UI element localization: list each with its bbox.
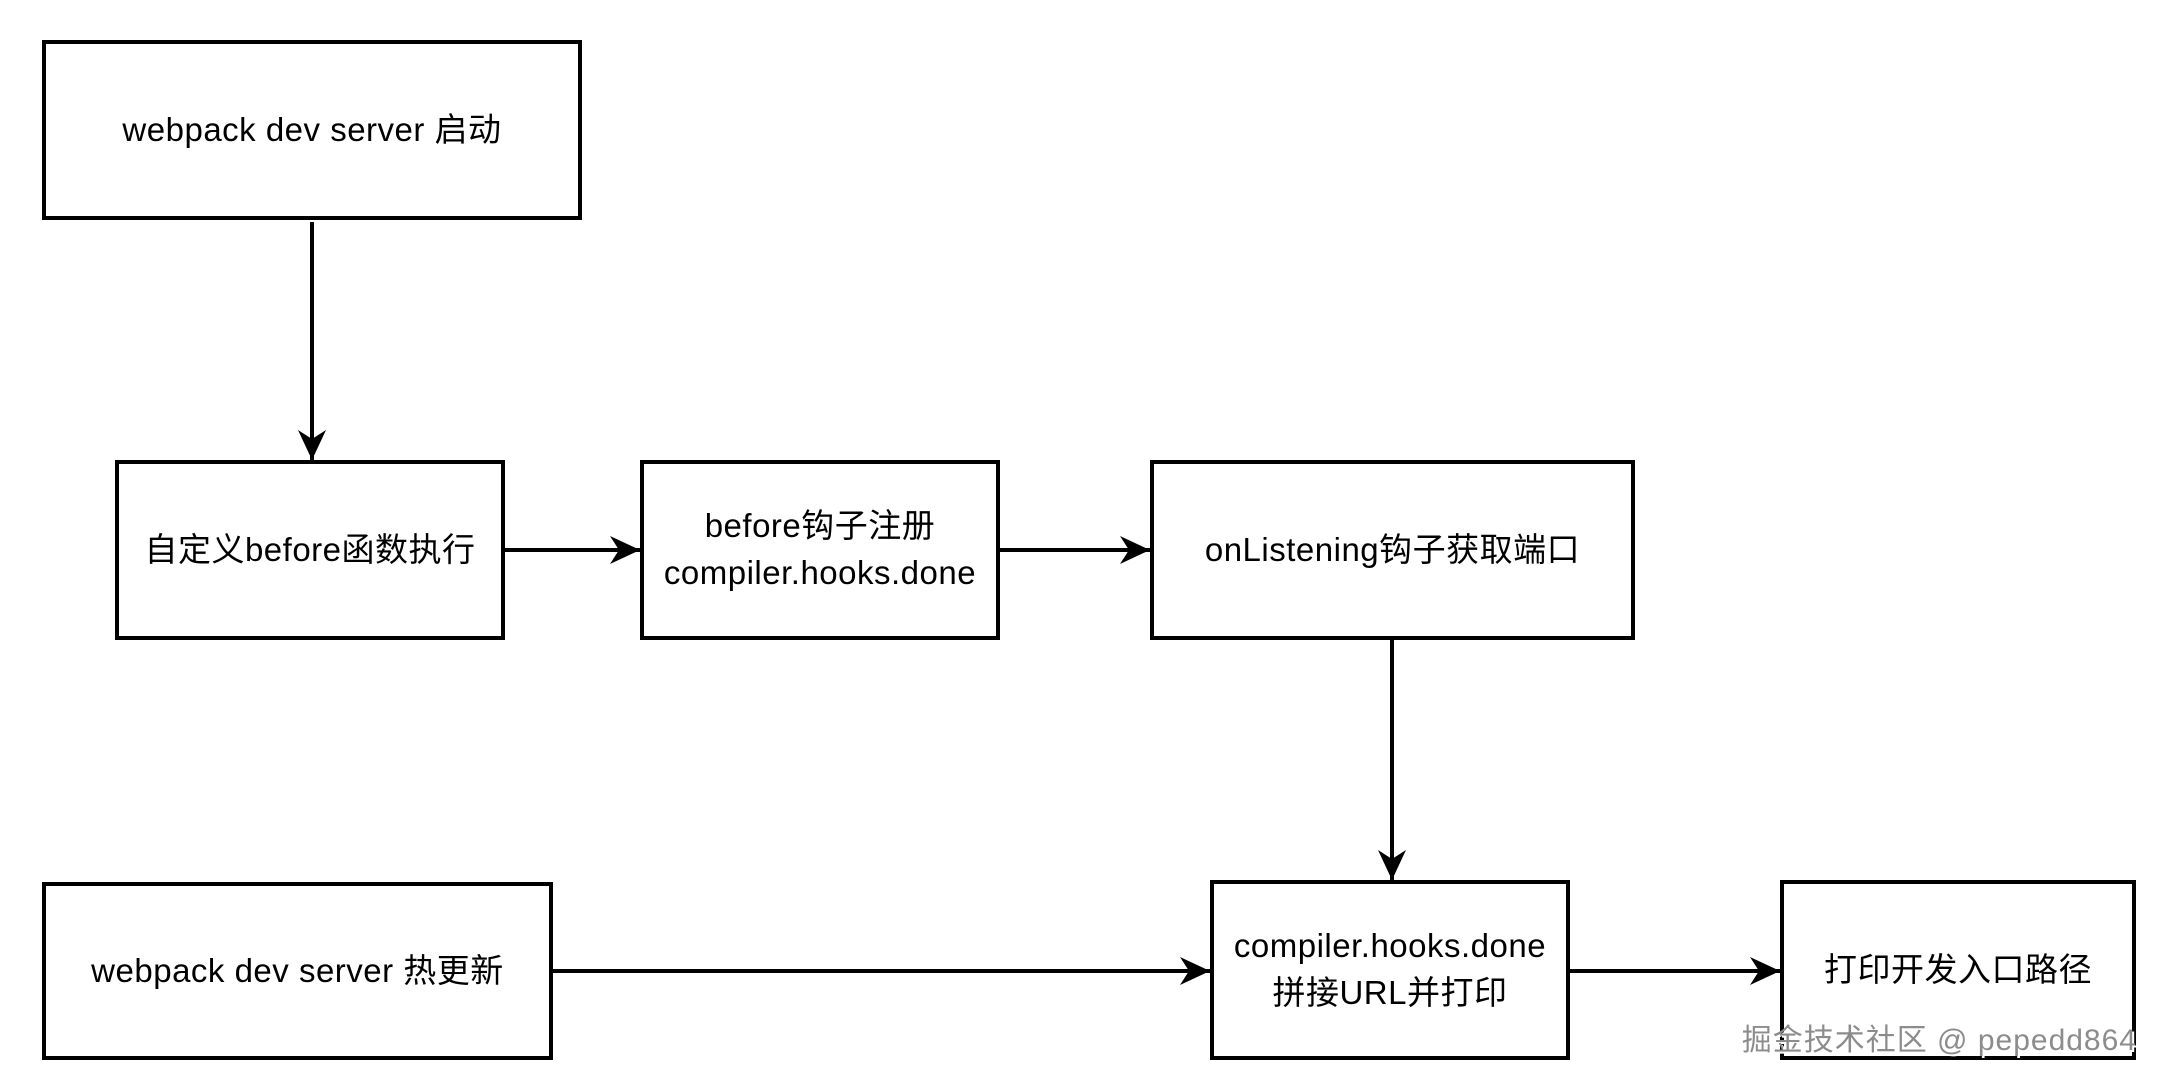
node-onlistening-hook: onListening钩子获取端口	[1150, 460, 1635, 640]
node-custom-before-fn-label: 自定义before函数执行	[144, 530, 476, 568]
node-custom-before-fn: 自定义before函数执行	[115, 460, 505, 640]
node-webpack-hmr-label: webpack dev server 热更新	[91, 951, 504, 989]
watermark: 掘金技术社区 @ pepedd864	[1741, 1024, 2137, 1057]
node-print-entry-path-label: 打印开发入口路径	[1824, 950, 2092, 988]
node-onlistening-hook-label: onListening钩子获取端口	[1204, 530, 1581, 568]
node-hooks-done-print-url: compiler.hooks.done 拼接URL并打印	[1210, 880, 1570, 1060]
node-print-entry-path: 打印开发入口路径	[1780, 880, 2136, 1060]
node-webpack-hmr: webpack dev server 热更新	[42, 882, 553, 1060]
node-hooks-done-print-url-label: compiler.hooks.done 拼接URL并打印	[1233, 927, 1547, 1011]
node-webpack-start-label: webpack dev server 启动	[122, 110, 502, 148]
node-before-hook-register: before钩子注册 compiler.hooks.done	[640, 460, 1000, 640]
node-webpack-start: webpack dev server 启动	[42, 40, 582, 220]
node-before-hook-register-label: before钩子注册 compiler.hooks.done	[663, 507, 977, 591]
